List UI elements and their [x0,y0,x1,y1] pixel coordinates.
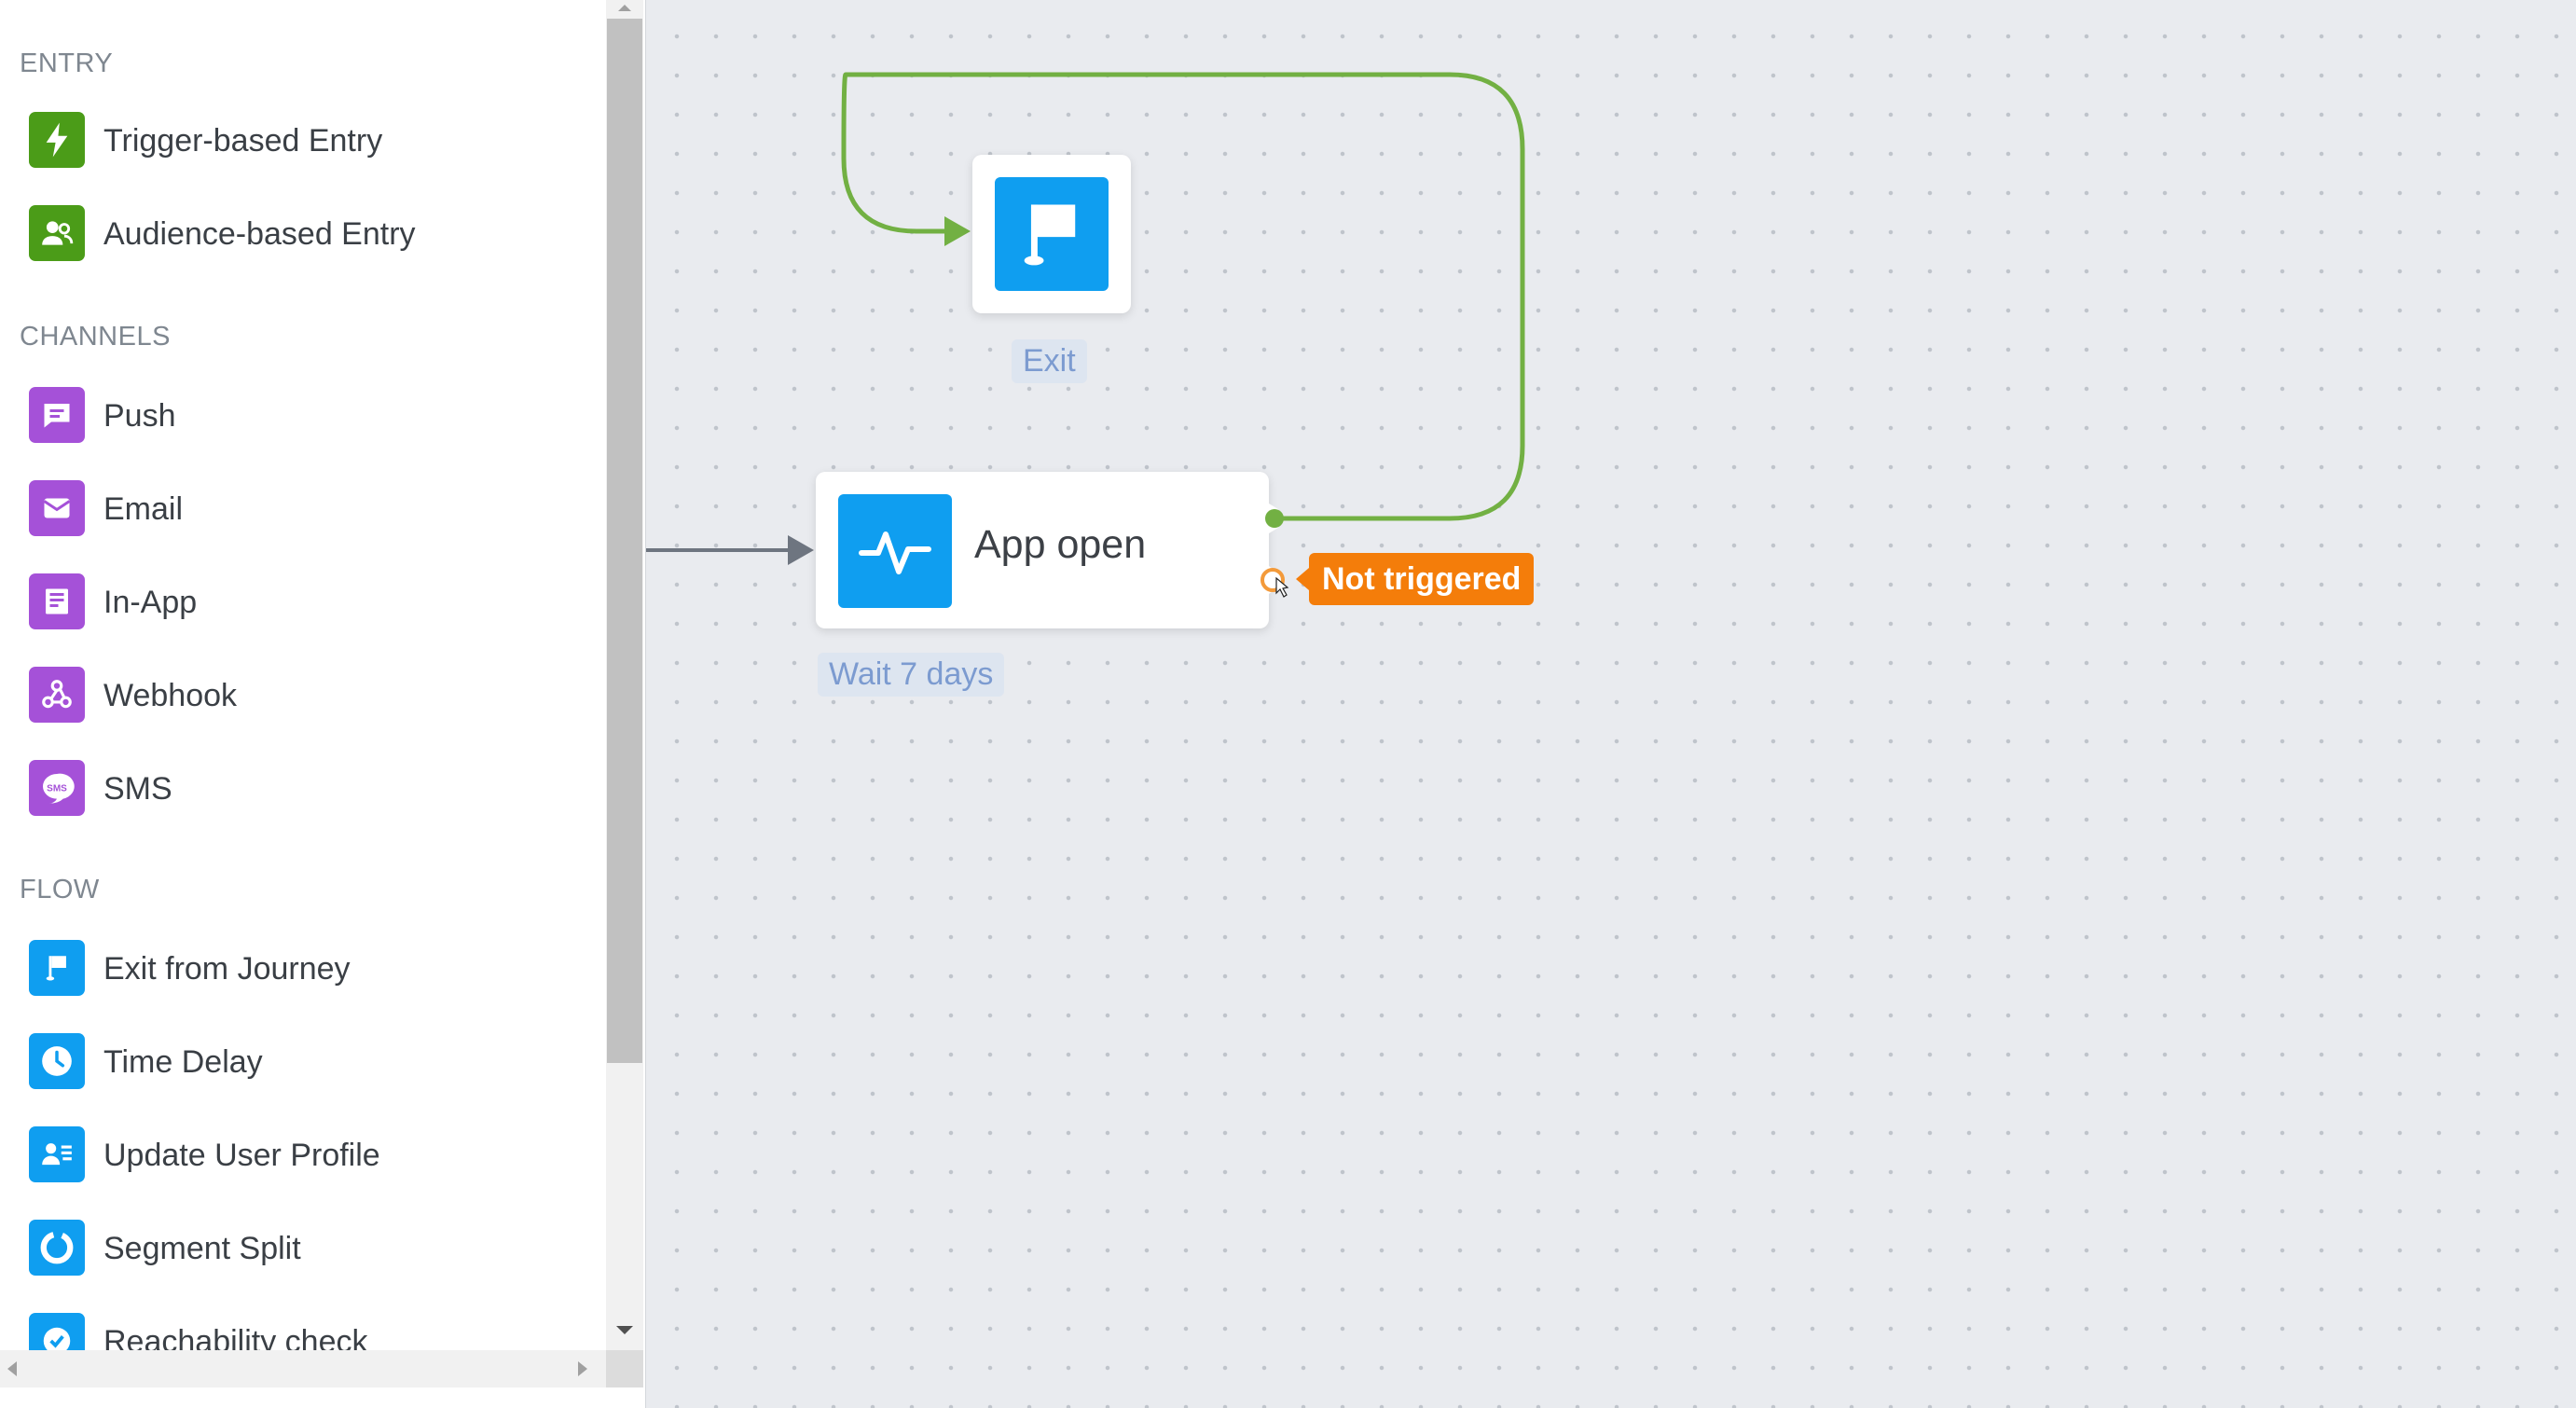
palette-item-label: Audience-based Entry [103,216,416,252]
user-profile-icon [29,1126,85,1182]
sms-icon-text: SMS [47,783,67,794]
sms-icon: SMS [29,760,85,816]
webhook-icon [29,667,85,723]
palette-item-push[interactable]: Push [26,387,585,452]
sidebar-palette: ENTRY Trigger-based Entry Audience-based… [0,0,606,1350]
scroll-down-arrow-icon[interactable] [606,1313,643,1350]
palette-item-label: Webhook [103,678,238,713]
triggered-arrowhead [944,216,971,246]
palette-item-update-user-profile[interactable]: Update User Profile [26,1126,585,1192]
palette-item-time-delay[interactable]: Time Delay [26,1033,585,1098]
journey-canvas[interactable]: Exit App open Wait 7 days Not triggered [646,0,2576,1408]
incoming-arrowhead [788,535,814,565]
segment-icon [29,1220,85,1276]
email-icon [29,480,85,536]
palette-item-reachability-check[interactable]: Reachability check [26,1313,585,1350]
section-title-channels: CHANNELS [20,322,171,352]
palette-item-sms[interactable]: SMS SMS [26,760,585,825]
scroll-up-arrow-icon[interactable] [606,0,643,17]
palette-item-label: SMS [103,771,172,807]
palette-item-segment-split[interactable]: Segment Split [26,1220,585,1285]
scrollbar-corner [606,1350,643,1387]
palette-item-label: Segment Split [103,1231,301,1266]
palette-item-label: Trigger-based Entry [103,123,383,159]
sidebar-vertical-scrollbar[interactable] [606,0,643,1350]
not-triggered-badge: Not triggered [1295,553,1535,605]
scrollbar-thumb[interactable] [607,19,642,1063]
sidebar-horizontal-scrollbar[interactable] [0,1350,606,1387]
palette-item-audience-based-entry[interactable]: Audience-based Entry [26,205,585,270]
push-icon [29,387,85,443]
users-icon [29,205,85,261]
exit-node-caption: Exit [1012,339,1087,383]
palette-item-in-app[interactable]: In-App [26,573,585,639]
connectors [646,72,1525,565]
mouse-cursor-icon [1275,576,1289,598]
palette-item-email[interactable]: Email [26,480,585,545]
triggered-port[interactable] [1265,509,1284,528]
app-open-node[interactable] [816,472,1269,628]
clock-icon [29,1033,85,1089]
pulse-icon [838,494,952,608]
lightning-icon [29,112,85,168]
palette-item-label: Exit from Journey [103,951,351,987]
app-open-node-title: App open [974,522,1147,567]
palette-item-exit-from-journey[interactable]: Exit from Journey [26,940,585,1005]
flag-icon [995,177,1109,291]
sidebar: ENTRY Trigger-based Entry Audience-based… [0,0,646,1408]
section-title-flow: FLOW [20,875,100,904]
scroll-right-arrow-icon[interactable] [578,1361,587,1376]
app-open-node-caption: Wait 7 days [818,653,1005,697]
section-title-entry: ENTRY [20,48,114,78]
palette-item-label: Reachability check [103,1324,368,1350]
scroll-left-arrow-icon[interactable] [7,1361,17,1376]
palette-item-trigger-based-entry[interactable]: Trigger-based Entry [26,112,585,177]
in-app-icon [29,573,85,629]
palette-item-label: In-App [103,585,198,620]
palette-item-webhook[interactable]: Webhook [26,667,585,732]
check-badge-icon [29,1313,85,1350]
palette-item-label: Push [103,398,176,434]
node-output-ports [1260,504,1289,598]
palette-item-label: Time Delay [103,1044,263,1080]
flag-icon [29,940,85,996]
triggered-connector [841,72,1525,521]
exit-node[interactable] [972,155,1131,313]
palette-item-label: Email [103,491,184,527]
palette-item-label: Update User Profile [103,1138,380,1173]
